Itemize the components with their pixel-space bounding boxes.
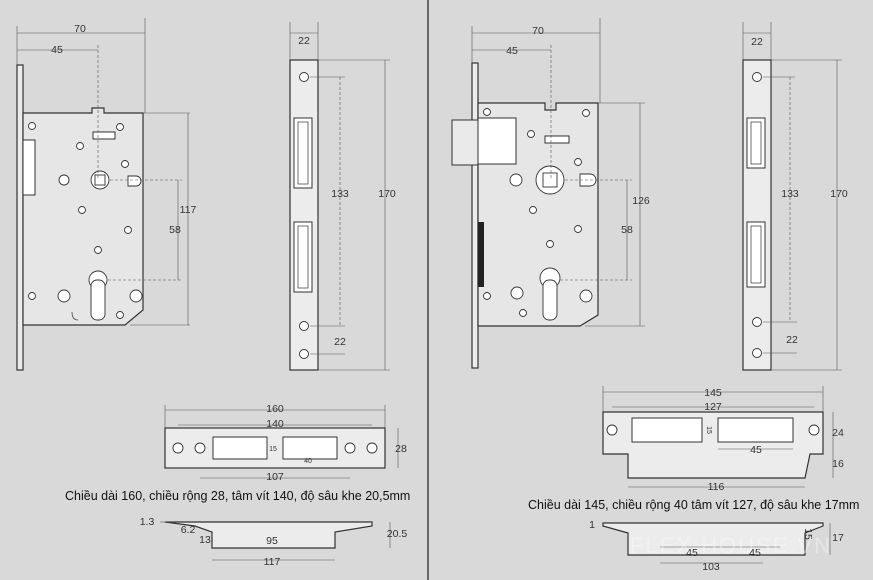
left-dim-1-3: 1.3: [140, 516, 155, 528]
watermark: FLEX HOUSE.VN: [630, 533, 832, 558]
right-dim-45-a: 45: [686, 547, 698, 559]
left-caption: Chiều dài 160, chiều rộng 28, tâm vít 14…: [65, 489, 410, 503]
left-dim-40: 40: [304, 458, 312, 465]
right-dim-133: 133: [781, 188, 799, 200]
right-dim-22-bottom: 22: [786, 334, 798, 346]
left-dim-70: 70: [74, 23, 86, 35]
right-lock-front-view: 70 45 126 58: [451, 18, 650, 369]
right-dim-58: 58: [621, 224, 633, 236]
left-dim-170: 170: [378, 188, 396, 200]
left-dim-28: 28: [395, 443, 407, 455]
left-dim-133: 133: [331, 188, 349, 200]
left-dim-6-2: 6.2: [181, 524, 196, 536]
right-strike-side-view: 1 15 17 45 45 103: [589, 519, 844, 573]
left-strike-plate: 160 140 107 15 40 28: [164, 403, 407, 483]
right-dim-45-b: 45: [749, 547, 761, 559]
right-dim-126: 126: [632, 195, 650, 207]
left-dim-13: 13: [199, 534, 211, 546]
right-dim-24: 24: [832, 427, 844, 439]
right-dim-17: 17: [832, 532, 844, 544]
left-strike-side-view: 1.3 6.2 13 95 20.5 117: [140, 516, 408, 568]
right-strike-plate: 145 127 15 45 116 24 16: [602, 386, 844, 493]
right-faceplate-view: 22 133 170 22: [742, 22, 848, 371]
left-faceplate-view: 22 133 170 22: [289, 22, 396, 371]
left-dim-140: 140: [266, 418, 284, 430]
left-dim-160: 160: [266, 403, 284, 415]
right-dim-22-top: 22: [751, 36, 763, 48]
left-dim-58: 58: [169, 224, 181, 236]
left-dim-15: 15: [269, 446, 277, 453]
right-dim-145: 145: [704, 387, 722, 399]
right-caption: Chiều dài 145, chiều rộng 40 tâm vít 127…: [528, 498, 859, 512]
right-dim-127: 127: [704, 401, 722, 413]
left-dim-20-5: 20.5: [387, 528, 408, 540]
right-dim-16: 16: [832, 458, 844, 470]
right-dim-1: 1: [589, 519, 595, 531]
left-dim-107: 107: [266, 471, 284, 483]
right-dim-45: 45: [506, 45, 518, 57]
left-dim-22-bottom: 22: [334, 336, 346, 348]
right-dim-103: 103: [702, 561, 720, 573]
left-lock-front-view: 70 45 117 58: [16, 18, 197, 371]
left-dim-95: 95: [266, 535, 278, 547]
left-dim-45: 45: [51, 44, 63, 56]
left-dim-22-top: 22: [298, 35, 310, 47]
right-dim-70: 70: [532, 25, 544, 37]
right-dim-170: 170: [830, 188, 848, 200]
right-dim-45: 45: [750, 444, 762, 456]
left-dim-117-bottom: 117: [264, 556, 281, 568]
right-dim-15-side: 15: [802, 528, 814, 540]
right-dim-116: 116: [708, 481, 725, 493]
right-dim-15: 15: [705, 426, 712, 434]
left-dim-117: 117: [180, 204, 197, 216]
